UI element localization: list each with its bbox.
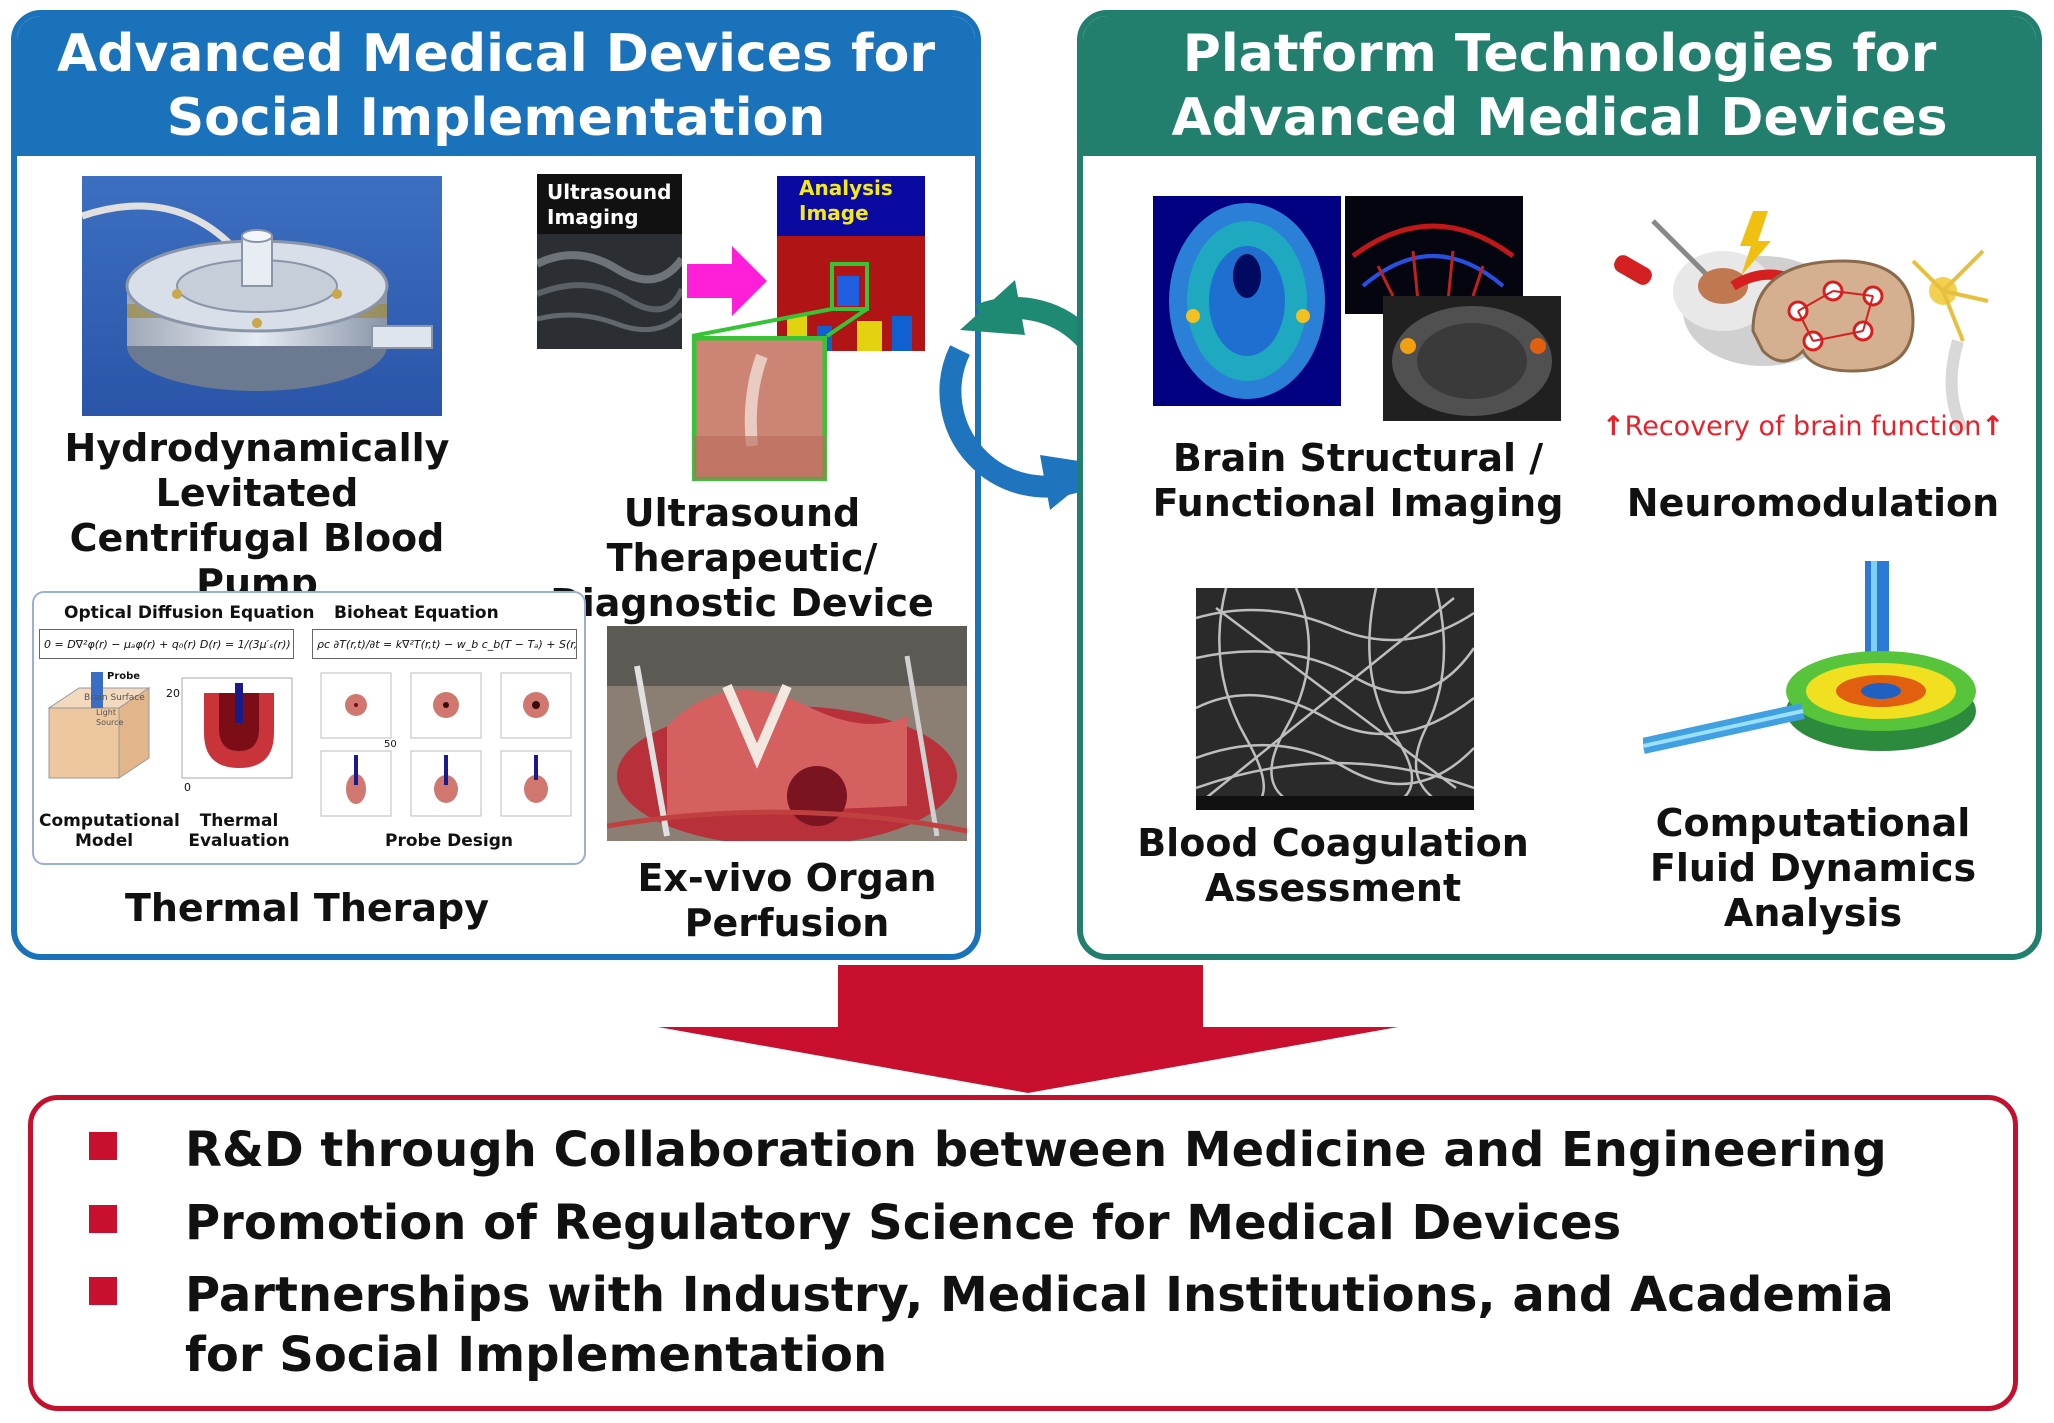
up-arrow-icon: ↑ bbox=[1602, 411, 1625, 442]
bullet-text: Promotion of Regulatory Science for Medi… bbox=[185, 1195, 1622, 1251]
down-arrow-icon bbox=[658, 965, 1398, 1093]
blood-pump-caption: Hydrodynamically Levitated Centrifugal B… bbox=[64, 426, 450, 605]
analysis-image-label: Analysis Image bbox=[799, 176, 893, 225]
bottom-summary-box: R&D through Collaboration between Medici… bbox=[28, 1095, 2018, 1411]
probe-design-tick: 50 bbox=[384, 739, 397, 750]
cfd-caption: Computational Fluid Dynamics Analysis bbox=[1649, 801, 1977, 935]
thermal-tick-20: 20 bbox=[166, 687, 180, 700]
neuromodulation-caption: Neuromodulation bbox=[1626, 481, 2000, 525]
bullet-item: R&D through Collaboration between Medici… bbox=[33, 1120, 1985, 1180]
bullet-item: Partnerships with Industry, Medical Inst… bbox=[33, 1265, 1985, 1385]
organ-perfusion-photo bbox=[607, 626, 967, 841]
thermal-tick-0: 0 bbox=[184, 781, 191, 794]
optical-eq-title: Optical Diffusion Equation bbox=[64, 603, 315, 623]
bioheat-eq-title: Bioheat Equation bbox=[334, 603, 499, 623]
probe-label: Probe bbox=[107, 671, 141, 682]
ultrasound-caption: Ultrasound Therapeutic/ Diagnostic Devic… bbox=[550, 491, 934, 625]
ultrasound-imaging-label: Ultrasound Imaging bbox=[547, 180, 672, 229]
left-panel-title: Advanced Medical Devices for Social Impl… bbox=[17, 16, 975, 156]
thermal-therapy-figure: Optical Diffusion Equation Bioheat Equat… bbox=[32, 591, 586, 865]
up-arrow-icon: ↑ bbox=[1981, 411, 2004, 442]
bullet-text: R&D through Collaboration between Medici… bbox=[185, 1122, 1887, 1178]
ultrasound-imaging-image bbox=[537, 174, 682, 349]
probe-design-label: Probe Design bbox=[385, 831, 513, 851]
bullet-text: Partnerships with Industry, Medical Inst… bbox=[185, 1267, 1894, 1383]
neuromodulation-figure bbox=[1614, 211, 1989, 434]
right-panel: Platform Technologies for Advanced Medic… bbox=[1077, 10, 2042, 960]
recovery-text: Recovery of brain function bbox=[1624, 411, 1982, 442]
brain-surface-label: Brain Surface bbox=[84, 693, 145, 703]
light-source-label: Light Source bbox=[96, 708, 124, 727]
tissue-zoom-image bbox=[692, 336, 827, 481]
recovery-label: ↑Recovery of brain function↑ bbox=[1583, 411, 2023, 442]
pink-arrow-icon bbox=[687, 246, 767, 316]
probe-design-panels bbox=[320, 672, 572, 817]
probe-design-grid bbox=[319, 671, 574, 821]
blood-pump-photo bbox=[82, 176, 442, 416]
left-panel: Advanced Medical Devices for Social Impl… bbox=[11, 10, 981, 960]
square-bullet-icon bbox=[89, 1132, 117, 1160]
optical-eq: 0 = D∇²φ(r) − μₐφ(r) + q₀(r) D(r) = 1/(3… bbox=[39, 629, 294, 659]
right-panel-title: Platform Technologies for Advanced Medic… bbox=[1083, 16, 2036, 156]
cfd-figure bbox=[1643, 561, 1976, 754]
zoom-lines bbox=[691, 307, 869, 338]
thermal-therapy-caption: Thermal Therapy bbox=[124, 886, 490, 930]
ultrasound-figure: Ultrasound Imaging Analysis Image bbox=[537, 166, 967, 486]
blood-coagulation-sem bbox=[1196, 588, 1474, 810]
thermal-evaluation-label: Thermal Evaluation bbox=[188, 811, 290, 851]
bioheat-eq: ρc ∂T(r,t)/∂t = k∇²T(r,t) − w_b c_b(T − … bbox=[312, 629, 577, 659]
computational-model-cube bbox=[47, 672, 151, 779]
square-bullet-icon bbox=[89, 1205, 117, 1233]
blood-coagulation-caption: Blood Coagulation Assessment bbox=[1137, 821, 1529, 910]
organ-perfusion-caption: Ex-vivo Organ Perfusion bbox=[637, 856, 937, 945]
square-bullet-icon bbox=[89, 1277, 117, 1305]
brain-imaging-figure bbox=[1153, 196, 1561, 421]
thermal-evaluation-plot bbox=[181, 677, 293, 779]
brain-imaging-caption: Brain Structural / Functional Imaging bbox=[1152, 436, 1564, 525]
computational-model-label: Computational Model bbox=[39, 811, 180, 851]
bullet-item: Promotion of Regulatory Science for Medi… bbox=[33, 1193, 1985, 1253]
